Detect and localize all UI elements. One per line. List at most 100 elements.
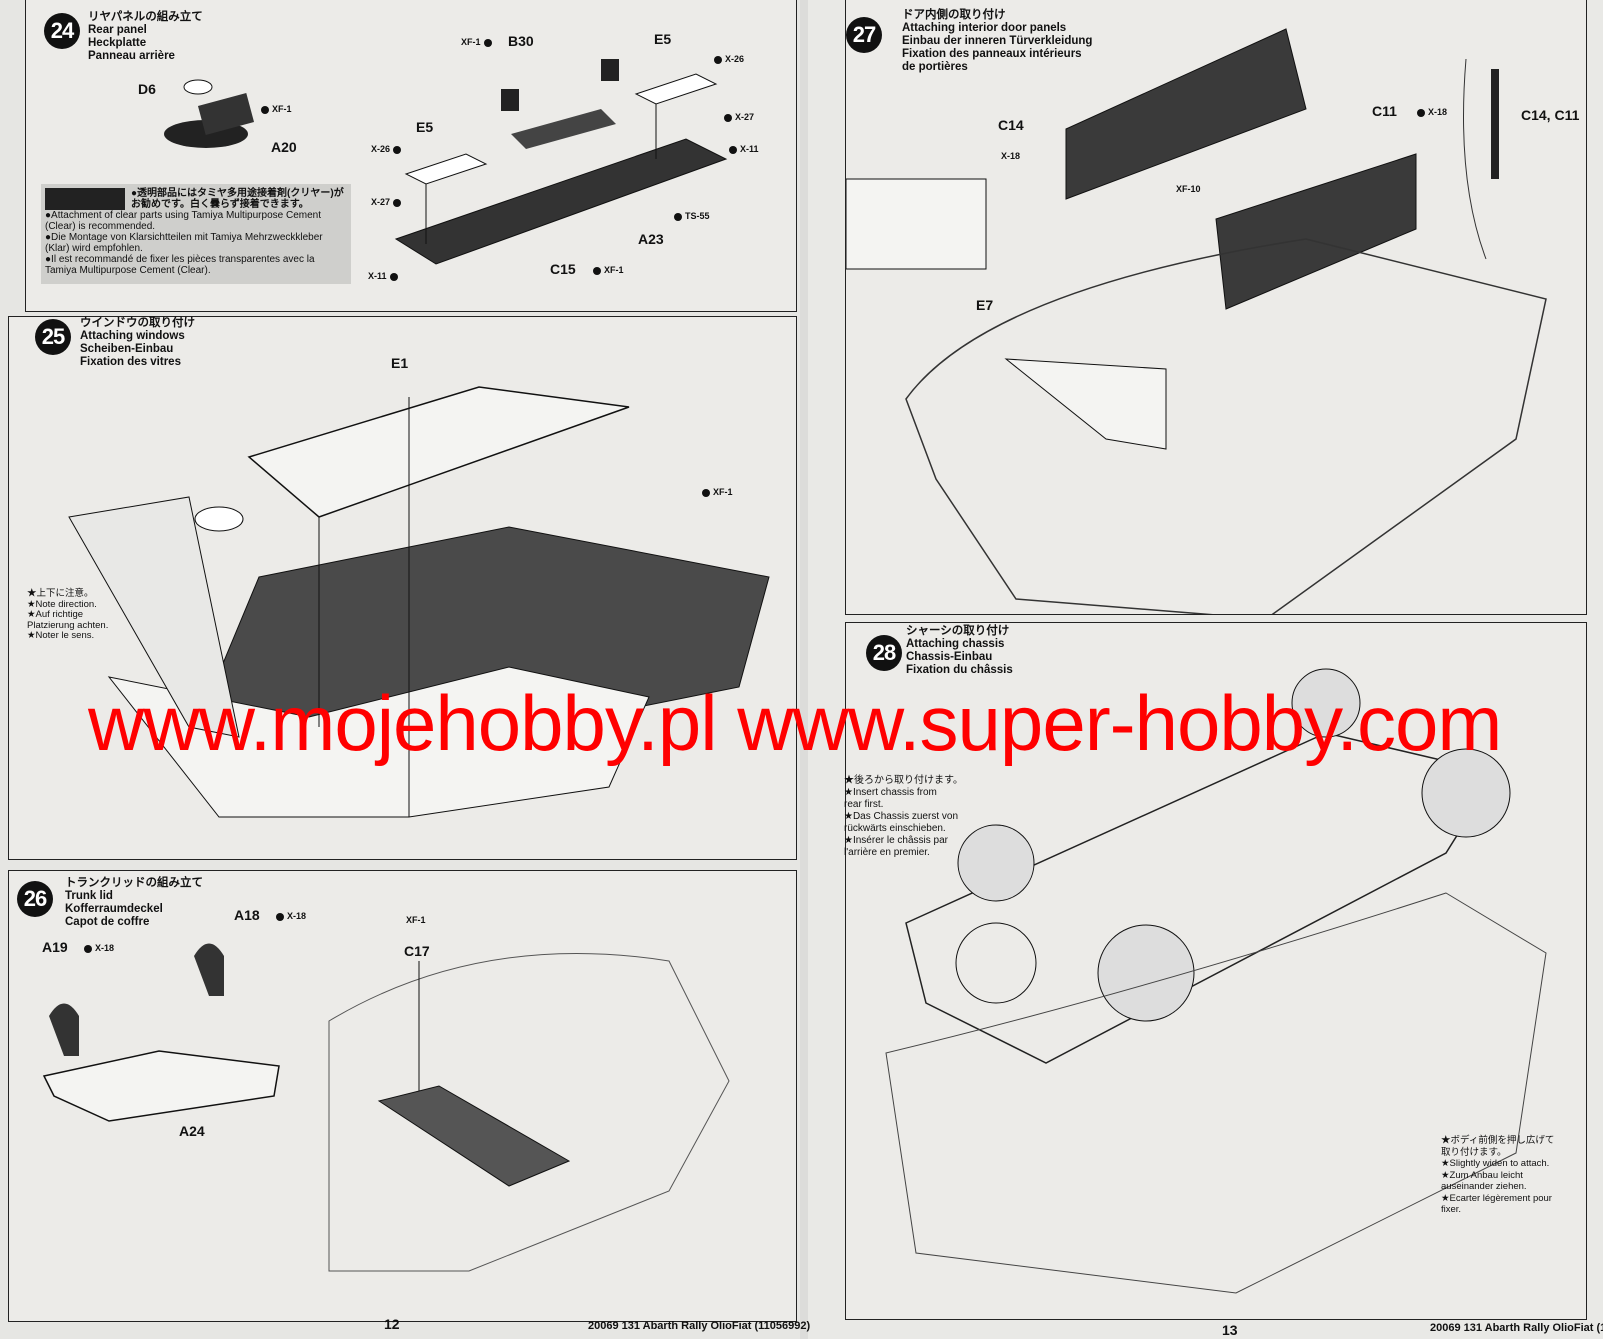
part-a20: A20 [271,139,297,155]
paint-x11: X-11 [368,271,401,281]
paint-xf1: XF-1 [258,104,292,114]
paint-x18: X-18 [1414,107,1447,117]
note-line: ★後ろから取り付けます。 [844,775,963,786]
title-jp: トランクリッドの組み立て [65,877,203,889]
note-line: fixer. [1441,1204,1462,1215]
paint-x18: X-18 [273,911,306,921]
paint-x27: X-27 [371,197,404,207]
part-c11: C11 [1372,103,1397,119]
step-27-panel: 27 ドア内側の取り付け Attaching interior door pan… [845,0,1587,615]
part-e1: E1 [391,355,409,371]
paint-xf10: XF-10 [1176,184,1201,194]
page-footer: 20069 131 Abarth Rally OlioFiat (1105699… [588,1320,811,1332]
part-d6: D6 [138,81,156,97]
cement-tube-icon [45,188,125,210]
note-jp: ●透明部品にはタミヤ多用途接着剤(クリヤー)がお勧めです。白く曇らず接着できます… [131,188,344,210]
title-fr: Panneau arrière [88,50,175,62]
step-number: 25 [35,319,71,355]
title-en: Attaching chassis [906,638,1005,650]
note-line: auseinander ziehen. [1441,1181,1527,1192]
title-fr: Fixation des panneaux intérieurs [902,48,1082,60]
insert-rear-note: ★後ろから取り付けます。 ★Insert chassis from rear f… [844,775,963,859]
note-line: ★Noter le sens. [27,630,95,641]
note-fr: ●Il est recommandé de fixer les pièces t… [45,254,315,276]
paint-x26: X-26 [371,144,404,154]
step-number: 26 [17,881,53,917]
note-line: ★Das Chassis zuerst von [844,811,959,822]
door-panels-diagram [846,28,1547,614]
note-line: rear first. [844,799,884,810]
title-fr: Fixation du châssis [906,664,1013,676]
title-de: Heckplatte [88,37,147,49]
note-line: ★Insérer le châssis par [844,835,949,846]
title-de: Einbau der inneren Türverkleidung [902,35,1093,47]
step-titles: トランクリッドの組み立て Trunk lid Kofferraumdeckel … [65,877,203,929]
title-de: Scheiben-Einbau [80,343,174,355]
step-28-panel: 28 シャーシの取り付け Attaching chassis Chassis-E… [844,622,1587,1320]
note-line: l'arrière en premier. [844,847,930,858]
step-24-panel: 24 リヤパネルの組み立て Rear panel Heckplatte Pann… [25,0,797,312]
note-de: ●Die Montage von Klarsichtteilen mit Tam… [45,232,323,254]
part-e5: E5 [654,31,672,47]
step-number: 28 [866,635,902,671]
paint-x11: X-11 [726,144,759,154]
page-number: 12 [384,1316,400,1332]
title-de: Chassis-Einbau [906,651,993,663]
step-25-panel: 25 ウインドウの取り付け Attaching windows Scheiben… [8,316,797,860]
title-jp: ドア内側の取り付け [902,9,1006,21]
title-fr: Fixation des vitres [80,356,181,368]
title-jp: シャーシの取り付け [906,625,1010,637]
part-a24: A24 [179,1123,205,1139]
note-line: ★Note direction. [27,598,97,610]
part-b30: B30 [508,33,534,49]
part-c17: C17 [404,943,430,959]
paint-xf1: XF-1 [590,265,624,275]
note-line: rückwärts einschieben. [844,823,946,834]
page-footer: 20069 131 Abarth Rally OlioFiat (1105699… [1430,1322,1603,1334]
paint-x18: X-18 [81,943,114,953]
title-en: Attaching interior door panels [902,22,1067,34]
note-line: ★ボディ前側を押し広げて [1441,1135,1555,1146]
part-a23: A23 [638,231,664,247]
title-en: Rear panel [88,24,147,36]
title-fr-2: de portières [902,61,968,73]
step-titles: リヤパネルの組み立て Rear panel Heckplatte Panneau… [88,11,203,63]
title-en: Attaching windows [80,330,185,342]
note-line: Platzierung achten. [27,619,109,631]
part-a19: A19 [42,939,68,955]
paint-xf1: XF-1 [406,915,426,925]
windows-diagram [68,386,770,818]
trunk-lid-diagram [42,943,730,1272]
note-line: ★Slightly widen to attach. [1441,1158,1550,1169]
part-c15: C15 [550,261,576,277]
part-c14-c11: C14, C11 [1521,107,1580,123]
paint-x18: X-18 [1001,151,1021,161]
step-number: 27 [846,17,882,53]
note-line: ★Insert chassis from [844,787,937,798]
note-line: ★Zum Anbau leicht [1441,1169,1523,1181]
note-en: ●Attachment of clear parts using Tamiya … [45,210,321,232]
part-e7: E7 [976,297,994,313]
title-jp: ウインドウの取り付け [80,317,195,329]
chassis-diagram [885,668,1547,1294]
step-titles: ドア内側の取り付け Attaching interior door panels… [902,9,1092,74]
step-titles: ウインドウの取り付け Attaching windows Scheiben-Ei… [80,317,195,369]
step-number: 24 [44,13,80,49]
note-line: ★上下に注意。 [27,588,94,599]
part-a18: A18 [234,907,260,923]
paint-x27: X-27 [721,112,754,122]
direction-note: ★上下に注意。 ★Note direction. ★Auf richtige P… [27,588,109,642]
paint-ts55: TS-55 [671,211,710,221]
paint-xf1: XF-1 [461,37,495,47]
step-titles: シャーシの取り付け Attaching chassis Chassis-Einb… [906,625,1013,677]
watermark: www.mojehobby.pl www.super-hobby.com [88,679,1502,767]
paint-x26: X-26 [711,54,744,64]
note-line: ★Ecarter légèrement pour [1441,1192,1552,1204]
note-line: 取り付けます。 [1441,1146,1507,1158]
note-line: ★Auf richtige [27,609,84,620]
cement-note: ●透明部品にはタミヤ多用途接着剤(クリヤー)がお勧めです。白く曇らず接着できます… [41,184,351,284]
title-fr: Capot de coffre [65,916,150,928]
rear-panel-diagram [164,59,728,265]
paint-xf1: XF-1 [699,487,733,497]
step-26-panel: 26 トランクリッドの組み立て Trunk lid Kofferraumdeck… [8,870,797,1322]
